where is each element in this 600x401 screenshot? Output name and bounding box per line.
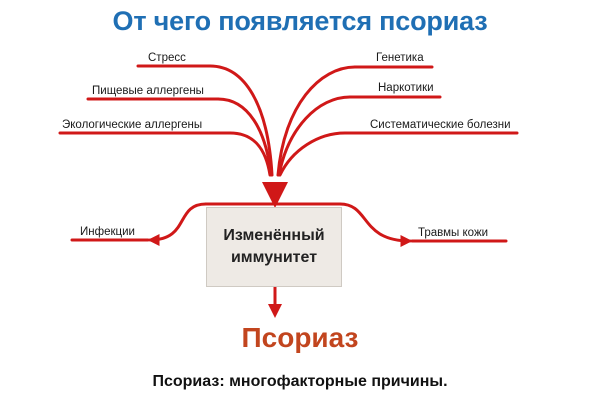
cause-label-systemic-diseases: Систематические болезни — [370, 119, 511, 131]
branch-right — [338, 202, 413, 247]
cause-label-eco-allergens: Экологические аллергены — [62, 119, 203, 131]
cause-label-infections: Инфекции — [80, 226, 135, 238]
curve-drugs — [277, 95, 352, 177]
center-box-immunity: Изменённый иммунитет — [206, 207, 342, 287]
curve-eco — [228, 131, 272, 177]
branch-left — [147, 202, 208, 246]
curve-stress — [208, 64, 274, 177]
curve-genetics — [276, 65, 357, 177]
main-arrow-head — [262, 182, 288, 208]
curve-systemic — [278, 131, 347, 177]
center-box-line2: иммунитет — [230, 249, 318, 266]
diagram-title: От чего появляется псориаз — [112, 6, 488, 36]
cause-label-genetics: Генетика — [376, 52, 424, 64]
cause-label-stress: Стресс — [148, 52, 186, 64]
result-label: Псориаз — [241, 322, 359, 353]
result-arrow-head — [268, 304, 282, 318]
caption: Псориаз: многофакторные причины. — [152, 373, 448, 390]
cause-label-skin-trauma: Травмы кожи — [418, 227, 489, 239]
center-box-line1: Изменённый — [223, 227, 325, 244]
cause-label-drugs: Наркотики — [378, 82, 434, 94]
curve-food — [216, 97, 273, 177]
cause-label-food-allergens: Пищевые аллергены — [92, 85, 204, 97]
